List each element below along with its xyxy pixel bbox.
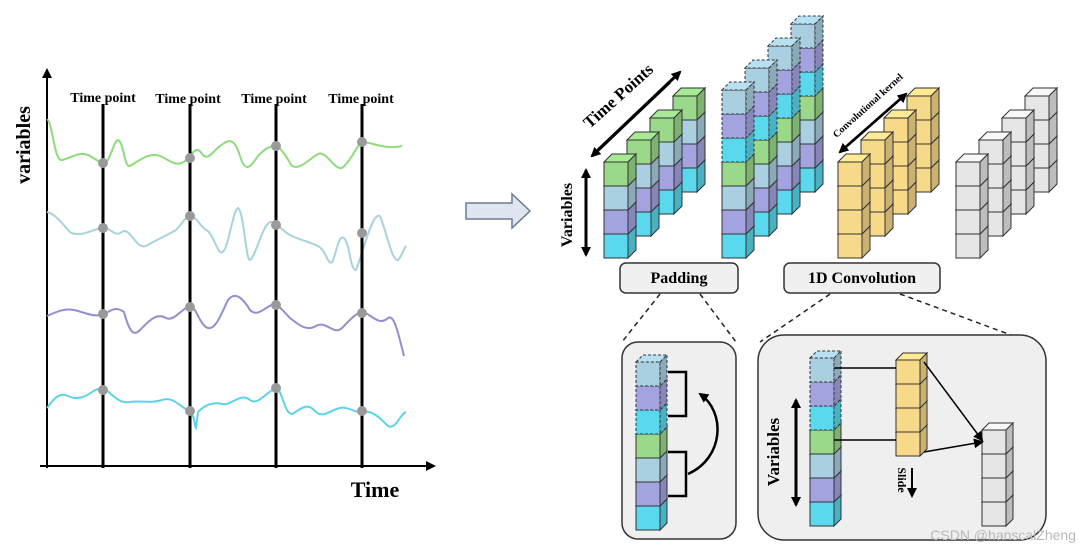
tensor-input	[602, 86, 707, 260]
cube	[789, 14, 825, 50]
y-axis-label: variables	[13, 106, 35, 184]
cube	[602, 152, 638, 188]
tensor-padded	[720, 14, 825, 260]
sample-dot	[98, 385, 108, 395]
sample-dot	[98, 309, 108, 319]
transform-arrow	[465, 192, 532, 230]
cube	[808, 349, 843, 384]
sample-dot	[357, 228, 367, 238]
time-point-label-2: Time point	[155, 92, 221, 107]
cube	[894, 351, 929, 386]
cube	[836, 152, 872, 188]
sample-dot	[357, 137, 367, 147]
sample-dot	[271, 383, 281, 393]
cube	[954, 152, 990, 188]
conv-link-out-bottom	[923, 438, 984, 453]
conv-variables-label: Variables	[764, 417, 783, 486]
padding-copy-arrow	[687, 392, 719, 476]
convolution-label-box	[783, 262, 941, 294]
padding-bracket-bottom	[668, 450, 688, 498]
sample-dot	[271, 141, 281, 151]
time-series-panel: variables Time Time point Time point Tim…	[13, 68, 436, 502]
time-axis-label: Time Points	[580, 59, 658, 132]
cube	[743, 58, 779, 94]
cube	[720, 80, 756, 116]
watermark: CSDN @hanscalZheng	[930, 527, 1076, 543]
conv-output	[954, 86, 1059, 260]
cube	[808, 493, 843, 528]
variables-axis-label: Variables	[559, 183, 576, 247]
time-point-label-1: Time point	[70, 91, 136, 106]
convolution-label: 1D Convolution	[808, 270, 916, 287]
time-point-label-4: Time point	[328, 92, 394, 107]
sample-dot	[357, 308, 367, 318]
padding-label: Padding	[651, 270, 708, 287]
series-line-3	[46, 294, 405, 357]
x-axis-label: Time	[351, 477, 400, 502]
kernel-axis-arrow-back	[838, 93, 907, 154]
padding-connector-right	[699, 293, 737, 343]
padding-bracket-top	[668, 370, 688, 418]
conv-kernel	[836, 86, 941, 260]
conv-link-out-top	[923, 361, 984, 442]
time-point-label-3: Time point	[241, 92, 307, 107]
cube	[625, 130, 661, 166]
conv-input-column	[808, 349, 843, 528]
sample-dot	[185, 302, 195, 312]
sample-dot	[185, 211, 195, 221]
sample-dot	[98, 158, 108, 168]
padding-connector-left	[621, 293, 661, 343]
padding-column	[634, 353, 669, 532]
sample-dot	[357, 406, 367, 416]
conv-output-column	[980, 421, 1015, 528]
sample-dot	[271, 220, 281, 230]
cube	[634, 353, 669, 388]
cube	[980, 421, 1015, 456]
time-axis-arrow-back	[590, 80, 672, 158]
sample-dot	[271, 300, 281, 310]
conv-kernel-column	[894, 351, 929, 458]
sample-dot	[98, 223, 108, 233]
sample-dots	[98, 137, 367, 416]
slide-label: Slide	[895, 467, 909, 493]
padding-label-box	[619, 262, 739, 294]
series-line-2	[46, 206, 407, 272]
sample-dot	[185, 153, 195, 163]
sample-dot	[185, 406, 195, 416]
